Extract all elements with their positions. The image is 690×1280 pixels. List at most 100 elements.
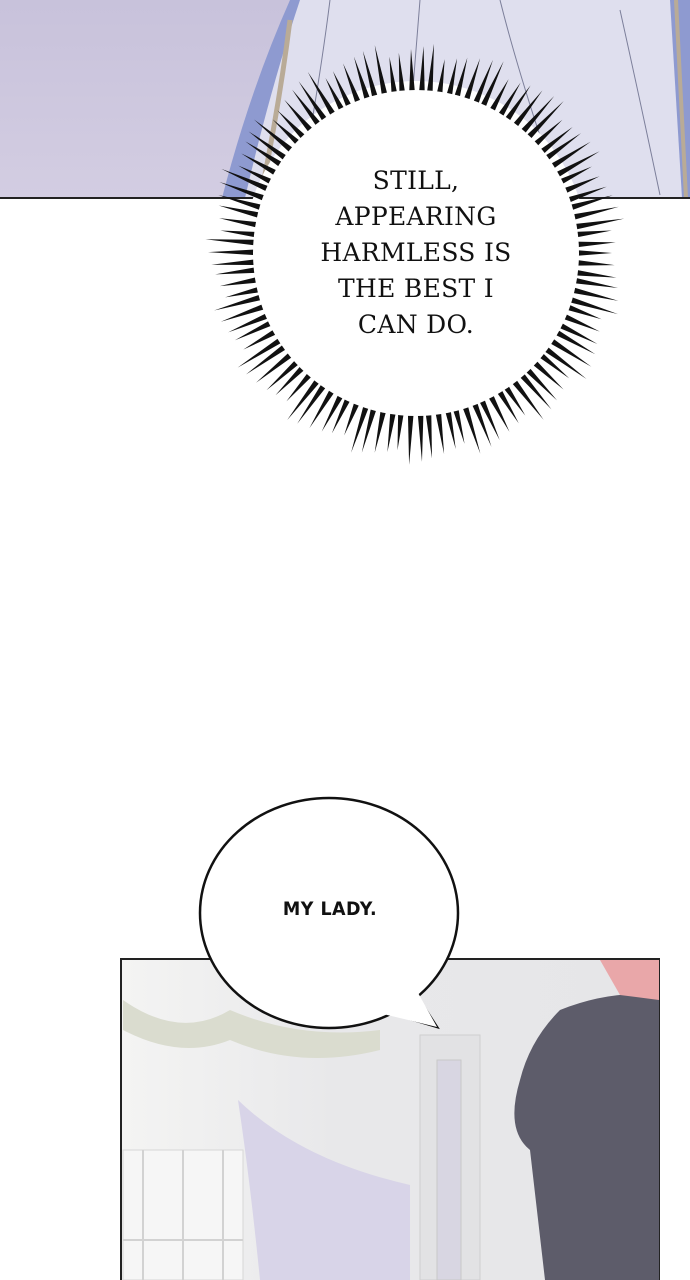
burst-spike (557, 322, 598, 345)
burst-spike (343, 63, 362, 105)
burst-spike (478, 397, 500, 441)
burst-spike (452, 407, 465, 444)
burst-line: THE BEST I (338, 274, 494, 303)
burst-spike (307, 71, 337, 118)
burst-spike (389, 56, 398, 95)
burst-spike (245, 141, 284, 168)
burst-line: STILL, (372, 166, 460, 195)
burst-spike (575, 241, 616, 248)
burst-spike (462, 404, 481, 454)
burst-spike (241, 153, 279, 177)
burst-spike (256, 351, 294, 383)
burst-spike (543, 133, 582, 162)
burst-spike (538, 127, 573, 155)
burst-spike (463, 58, 481, 102)
burst-spike (566, 186, 607, 204)
burst-spike (237, 337, 283, 368)
burst-spike (298, 81, 329, 123)
burst-spike (558, 166, 592, 186)
burst-spike (573, 218, 625, 230)
burst-spike (542, 345, 587, 379)
burst-spike (549, 141, 591, 170)
burst-spike (497, 82, 521, 119)
burst-spike (553, 329, 596, 355)
burst-spike (219, 218, 259, 228)
burst-spike (219, 276, 259, 287)
burst-spike (361, 406, 377, 453)
burst-spike (407, 412, 414, 465)
burst-line: HARMLESS IS (320, 238, 512, 267)
burst-spike (248, 131, 289, 162)
burst-spike (561, 313, 600, 332)
burst-spike (362, 50, 379, 100)
burst-spike (503, 85, 531, 123)
burst-spike (524, 366, 558, 401)
burst-spike (568, 296, 618, 315)
burst-spike (487, 393, 510, 433)
burst-spike (245, 343, 288, 375)
burst-spike (502, 384, 526, 416)
burst-spike (234, 319, 274, 341)
burst-spike (321, 393, 344, 432)
burst-spike (472, 59, 494, 106)
burst-spike (243, 328, 278, 350)
burst-spike (425, 412, 432, 459)
burst-spike (397, 412, 404, 451)
burst-spike (272, 119, 301, 146)
burst-spike (518, 372, 552, 410)
burst-spike (426, 43, 434, 94)
burst-spike (446, 58, 458, 98)
burst-spike (214, 294, 263, 311)
thought-burst-text: STILL, APPEARING HARMLESS IS THE BEST I … (296, 163, 536, 343)
burst-spike (453, 57, 468, 100)
burst-spike (211, 259, 257, 266)
burst-center (253, 90, 579, 416)
burst-spike (208, 249, 257, 256)
burst-spike (398, 52, 406, 94)
burst-spike (351, 404, 370, 453)
speech-bubble-text: MY LADY. (282, 898, 378, 920)
burst-spike (471, 401, 492, 447)
burst-spike (510, 378, 544, 420)
burst-spike (387, 410, 397, 452)
burst-spike (575, 250, 612, 256)
burst-spike (225, 286, 261, 298)
burst-spike (332, 71, 353, 109)
burst-spike (554, 151, 600, 178)
burst-spike (574, 230, 612, 238)
burst-spike (575, 259, 615, 266)
burst-spike (218, 205, 262, 219)
burst-spike (215, 267, 258, 275)
burst-spike (573, 277, 618, 288)
burst-line: CAN DO. (357, 310, 475, 339)
burst-spike (325, 78, 346, 113)
burst-spike (525, 100, 564, 141)
burst-spike (219, 181, 267, 202)
burst-spike (253, 119, 295, 154)
bottom-panel (120, 958, 660, 1280)
burst-spike (574, 269, 617, 278)
thought-burst (205, 43, 625, 465)
burst-spike (297, 382, 328, 424)
burst-spike (277, 110, 307, 141)
burst-spike (496, 388, 519, 424)
burst-spike (353, 56, 371, 102)
burst-spike (531, 359, 564, 390)
burst-spike (218, 194, 264, 211)
burst-spike (374, 409, 387, 453)
burst-spike (511, 90, 543, 129)
burst-spike (331, 396, 351, 434)
burst-spike (418, 46, 425, 94)
burst-spike (266, 359, 301, 391)
burst-spike (548, 337, 592, 367)
burst-spike (435, 411, 445, 455)
burst-spike (292, 89, 322, 128)
burst-spike (275, 364, 306, 396)
burst-spike (565, 304, 602, 320)
burst-spike (220, 230, 258, 238)
burst-spike (532, 119, 563, 148)
burst-spike (286, 371, 313, 402)
burst-spike (238, 165, 274, 186)
burst-spike (409, 49, 415, 94)
